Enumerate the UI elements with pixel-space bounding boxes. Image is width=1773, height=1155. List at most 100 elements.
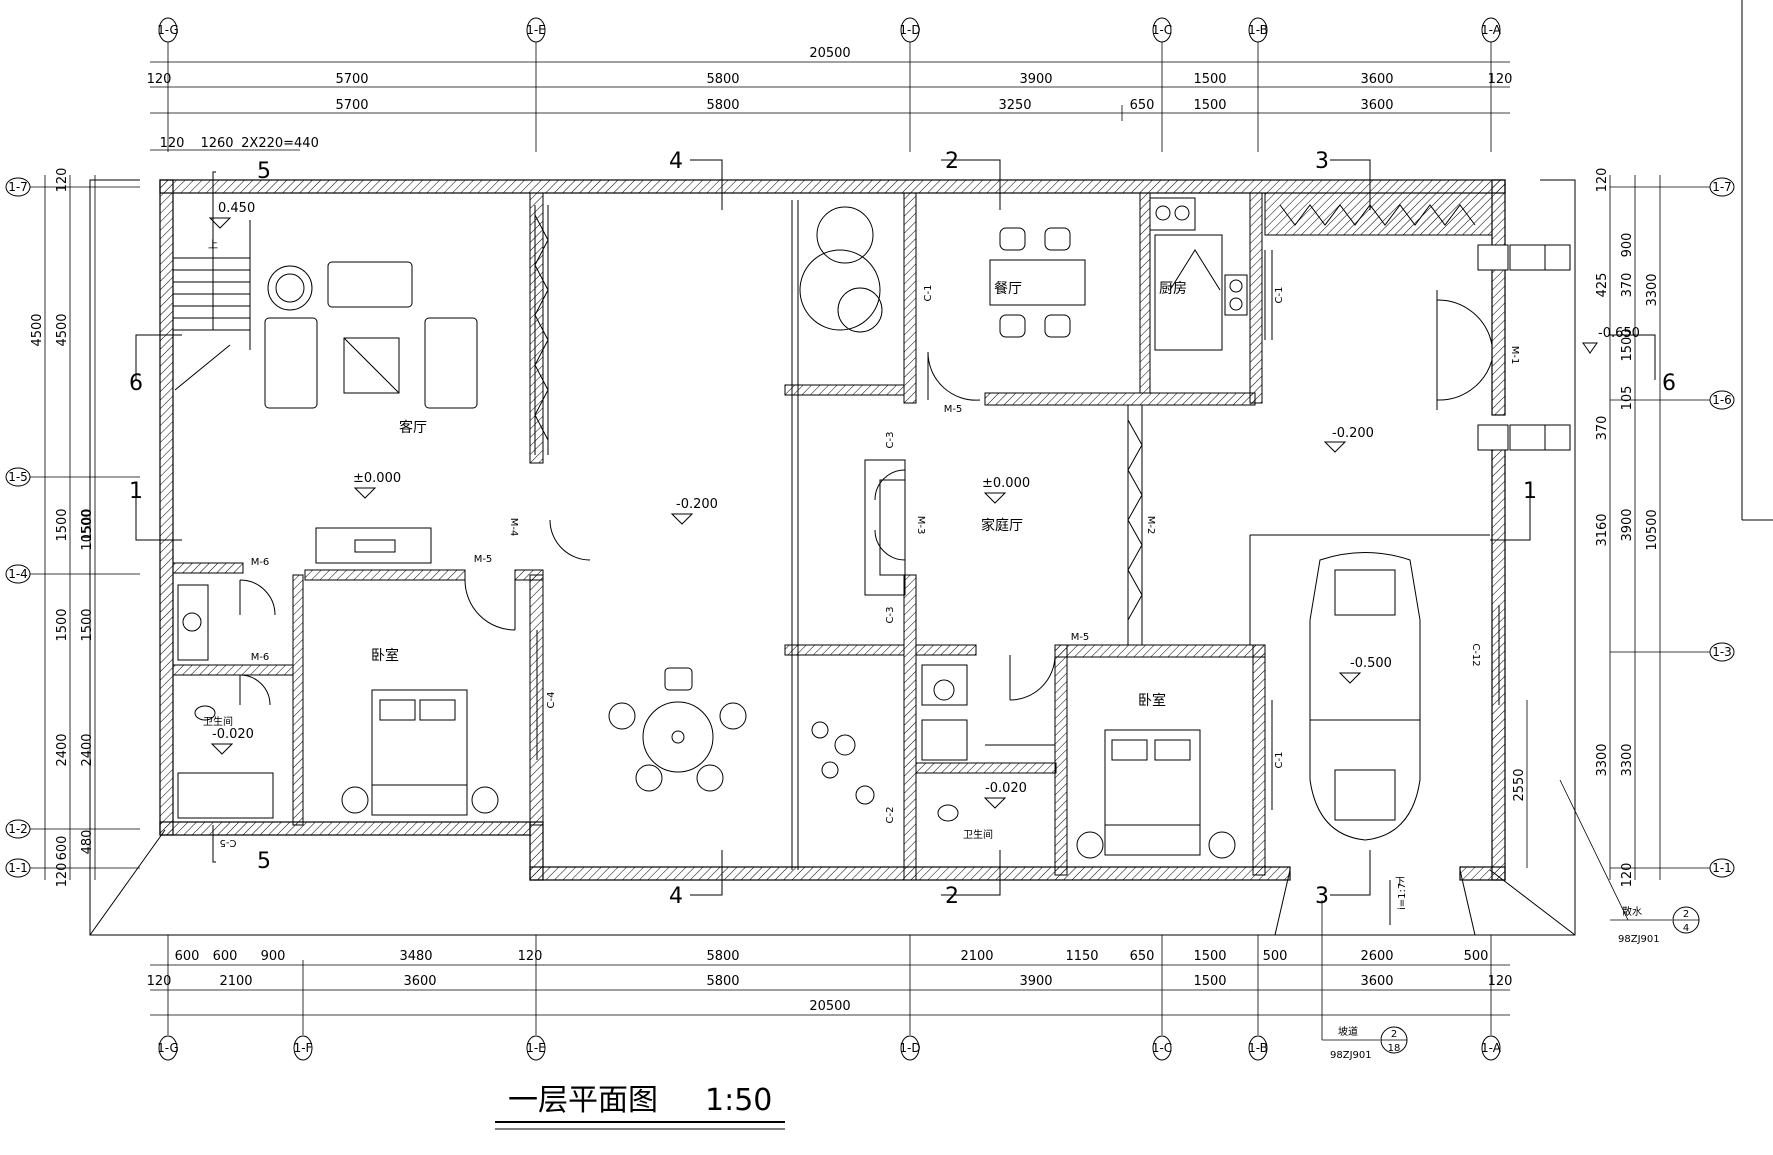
detail-ref: 98ZJ901: [1330, 1050, 1372, 1061]
door-label: M-2: [1145, 516, 1156, 535]
dim-text: 1500: [1193, 974, 1226, 989]
dim-text: 4500: [55, 313, 70, 346]
dim-text: 1500: [55, 608, 70, 641]
dim-text: 3300: [1595, 743, 1610, 776]
courtyard-table: [608, 667, 747, 792]
door-label: M-5: [474, 554, 493, 565]
dim-text: 1150: [1065, 949, 1098, 964]
dim-text: 600: [175, 949, 200, 964]
axis-bubbles-bottom: [158, 1035, 1501, 1061]
dimension-lines-bottom: [150, 964, 1510, 1016]
dim-text: 3160: [1595, 513, 1610, 546]
dim-total-left: 10500: [80, 509, 95, 550]
section-mark: 2: [945, 149, 959, 174]
axis-label-right: 1-7: [1712, 180, 1732, 194]
section-mark: 6: [129, 371, 143, 396]
room-name: 卧室: [1138, 692, 1166, 709]
dim-text: 425: [1595, 273, 1610, 298]
door-label: M-5: [1071, 632, 1090, 643]
dim-total-bottom: 20500: [809, 999, 850, 1014]
section-mark: 6: [1662, 371, 1676, 396]
dim-text: 2600: [1360, 949, 1393, 964]
room-name: 卧室: [371, 647, 399, 664]
dimension-lines-top: [150, 61, 1510, 151]
garden-plants: [799, 204, 1476, 805]
exterior-walls: [159, 179, 1506, 881]
section-mark: 3: [1315, 884, 1329, 909]
room-name: 卫生间: [203, 715, 233, 728]
door-label: M-1: [1509, 346, 1520, 365]
dim-text: 120: [147, 974, 172, 989]
dim-text: 900: [1620, 233, 1635, 258]
axis-label-left: 1-2: [8, 822, 28, 836]
room-name: 客厅: [399, 419, 427, 436]
drawing-title-text: 一层平面图: [508, 1083, 658, 1118]
dim-text: 2100: [960, 949, 993, 964]
dim-text: 370: [1620, 273, 1635, 298]
door-label: M-6: [251, 557, 270, 568]
dim-text: 2400: [80, 733, 95, 766]
window-label: C-1: [1274, 287, 1285, 304]
axis-bubbles-left: [5, 177, 31, 878]
dim-text: 2X220=440: [241, 136, 319, 151]
dim-text: 1500: [80, 608, 95, 641]
dim-text: 105: [1620, 386, 1635, 411]
section-mark: 1: [129, 479, 143, 504]
axis-label-bottom: 1-G: [157, 1041, 179, 1055]
dim-text: 650: [1130, 98, 1155, 113]
dim-text: 120: [147, 72, 172, 87]
level-mark: -0.200: [1332, 426, 1374, 441]
window-label: C-4: [546, 692, 557, 709]
dim-text: 120: [55, 168, 70, 193]
axis-label-top: 1-G: [157, 23, 179, 37]
stair-up-label: 上: [208, 239, 218, 251]
axis-label-left: 1-1: [8, 861, 28, 875]
dim-total-right: 10500: [1645, 509, 1660, 550]
dim-text: 5700: [335, 98, 368, 113]
dim-text: 1500: [1620, 328, 1635, 361]
axis-label-bottom: 1-C: [1152, 1041, 1172, 1055]
dim-text: 480: [80, 830, 95, 855]
kitchen-fixtures: [1149, 197, 1248, 351]
entrance-porch: [1436, 244, 1571, 451]
level-mark: -0.200: [676, 497, 718, 512]
axis-label-left: 1-7: [8, 180, 28, 194]
garage-car: [1249, 534, 1490, 841]
dim-text: 120: [1595, 168, 1610, 193]
dim-text: 370: [1595, 416, 1610, 441]
dim-text: 2100: [219, 974, 252, 989]
level-mark: -0.500: [1350, 656, 1392, 671]
dim-text: 1500: [55, 508, 70, 541]
axis-label-top: 1-D: [899, 23, 920, 37]
window-label: C-1: [1274, 752, 1285, 769]
dim-text: 2550: [1512, 768, 1527, 801]
axis-label-right: 1-3: [1712, 645, 1732, 659]
section-mark: 3: [1315, 149, 1329, 174]
room-name: 家庭厅: [981, 517, 1023, 534]
dim-text: 120: [1488, 974, 1513, 989]
dim-text: 2400: [55, 733, 70, 766]
dim-text: 3480: [399, 949, 432, 964]
door-label: M-4: [508, 518, 519, 537]
axis-lines: [30, 42, 1710, 1035]
window-label: C-2: [885, 807, 896, 824]
dim-text: 5800: [706, 949, 739, 964]
dim-text: 650: [1130, 949, 1155, 964]
detail-note: 散水: [1622, 905, 1642, 918]
dim-text: 3600: [1360, 974, 1393, 989]
dim-text: 120: [1488, 72, 1513, 87]
drawing-title: 一层平面图 1:50: [495, 1083, 785, 1130]
detail-note: 坡道: [1338, 1025, 1358, 1038]
dim-text: 500: [1464, 949, 1489, 964]
section-leaders: [135, 159, 1656, 896]
axis-bubbles-right: [1709, 177, 1735, 878]
dimension-lines-right: [1526, 175, 1661, 880]
axis-label-right: 1-1: [1712, 861, 1732, 875]
stair: [173, 200, 251, 391]
section-mark: 1: [1523, 479, 1537, 504]
bath1-fixtures: [177, 584, 274, 819]
dining-furniture: [989, 227, 1086, 338]
interior-walls: [172, 192, 1493, 881]
window-label: C-3: [885, 607, 896, 624]
section-mark: 5: [257, 159, 271, 184]
